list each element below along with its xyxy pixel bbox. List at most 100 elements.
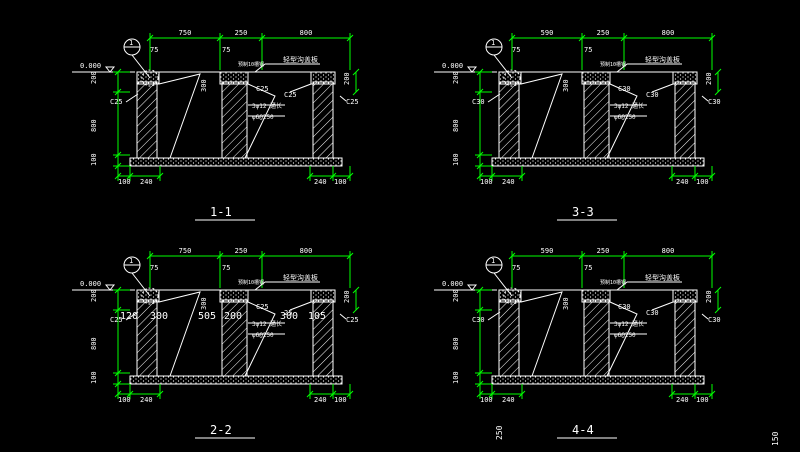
grade-leader — [701, 313, 709, 320]
dim-tick — [352, 68, 360, 76]
slope-left — [158, 291, 201, 377]
bottom-dim: 100 — [118, 178, 131, 186]
steel-note: 预制10槽钢 — [238, 61, 264, 68]
left-dim: 200 — [452, 289, 460, 302]
steel-note: 预制10槽钢 — [600, 279, 626, 286]
grade-right: C30 — [708, 98, 721, 106]
slope-right — [651, 301, 674, 311]
grade-inner: 25 — [284, 309, 292, 317]
slope-middle — [244, 83, 276, 159]
left-cap — [498, 71, 522, 85]
base-slab — [129, 157, 343, 167]
slope-left — [520, 73, 563, 159]
top-dim: 750 — [179, 247, 192, 255]
bottom-dim: 240 — [140, 178, 153, 186]
top-small-dim: 75 — [150, 264, 158, 272]
grade-leader — [487, 93, 501, 103]
grade-leader — [339, 95, 347, 102]
stray-dim-bottom-mid: 250 — [495, 425, 504, 440]
bottom-dim: 240 — [314, 396, 327, 404]
detail-mark: 1 — [491, 257, 495, 265]
slope-left — [158, 73, 201, 159]
top-dim: 800 — [300, 247, 313, 255]
level-label: 0.000 — [80, 280, 101, 288]
left-dim: 800 — [452, 119, 460, 132]
dim-tick — [352, 88, 360, 96]
left-dim: 800 — [452, 337, 460, 350]
extra-dim: 300 — [150, 311, 168, 322]
grade-leader — [125, 311, 139, 321]
dim-tick — [714, 286, 722, 294]
top-dim: 800 — [662, 29, 675, 37]
right-cap — [672, 71, 698, 85]
rebar-note-a: 3φ12 通长 — [614, 102, 644, 110]
middle-wall — [221, 299, 248, 377]
cover-note: 轻型沟盖板 — [645, 273, 680, 282]
rebar-note-a: 3φ12 通长 — [252, 102, 282, 110]
top-dim: 800 — [662, 247, 675, 255]
left-cap — [136, 71, 160, 85]
cover-note: 轻型沟盖板 — [283, 55, 318, 64]
dim-tick — [352, 306, 360, 314]
cover-note: 轻型沟盖板 — [283, 273, 318, 282]
right-wall — [674, 81, 696, 159]
bottom-dim: 240 — [676, 396, 689, 404]
grade-leader — [339, 313, 347, 320]
bottom-dim: 240 — [140, 396, 153, 404]
grade-right: C25 — [346, 316, 359, 324]
grade-inner: C30 — [618, 85, 631, 93]
slope-middle — [244, 301, 276, 377]
bottom-dim: 240 — [502, 396, 515, 404]
grade-inner: C30 — [618, 303, 631, 311]
left-dim: 100 — [90, 371, 98, 384]
top-dim: 250 — [235, 247, 248, 255]
grade-right: C25 — [346, 98, 359, 106]
left-dim: 100 — [452, 371, 460, 384]
level-label: 0.000 — [80, 62, 101, 70]
cover-note-leader — [254, 63, 266, 73]
section-title: 1-1 — [210, 205, 232, 219]
middle-cap — [581, 289, 611, 303]
slope-right — [289, 83, 312, 93]
dim-tick — [714, 68, 722, 76]
extra-dim: 200 — [224, 311, 242, 322]
slope-middle — [606, 301, 638, 377]
section-title: 4-4 — [572, 423, 594, 437]
dim-tick — [352, 286, 360, 294]
slope-right — [289, 301, 312, 311]
grade-left: C30 — [472, 98, 485, 106]
bottom-dim: 100 — [480, 178, 493, 186]
detail-mark: 1 — [129, 39, 133, 47]
extra-dim: 505 — [198, 311, 216, 322]
level-marker — [104, 66, 116, 73]
bottom-dim: 100 — [696, 178, 709, 186]
stray-dim-bottom-right: 150 — [771, 431, 780, 446]
top-dim: 750 — [179, 29, 192, 37]
right-dim: 200 — [705, 72, 713, 85]
grade-leader — [125, 93, 139, 103]
left-wall — [498, 299, 520, 377]
grade-left: C25 — [110, 316, 123, 324]
middle-wall — [583, 81, 610, 159]
middle-wall — [221, 81, 248, 159]
level-label: 0.000 — [442, 280, 463, 288]
grade-leader — [701, 95, 709, 102]
rebar-note-b: φ6@250 — [614, 114, 636, 121]
middle-cap — [219, 71, 249, 85]
left-dim: 200 — [90, 289, 98, 302]
grade-right: C30 — [708, 316, 721, 324]
rebar-note-a: 3φ12 通长 — [252, 320, 282, 328]
right-dim: 200 — [705, 290, 713, 303]
top-dim: 590 — [541, 29, 554, 37]
top-dim: 800 — [300, 29, 313, 37]
cover-note-leader — [616, 281, 628, 291]
bottom-dim: 100 — [480, 396, 493, 404]
cover-note-leader — [254, 281, 266, 291]
left-dim: 200 — [452, 71, 460, 84]
depth-label: 300 — [200, 79, 208, 92]
top-small-dim: 75 — [584, 46, 592, 54]
section-title: 2-2 — [210, 423, 232, 437]
bottom-dim: 240 — [502, 178, 515, 186]
